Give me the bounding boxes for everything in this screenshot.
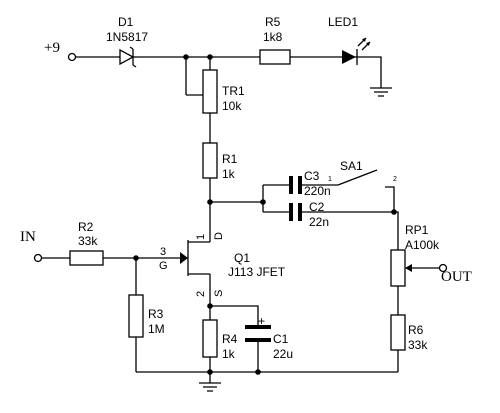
resistor-r6 [390,314,406,351]
q1-gate-pin-label: G [159,260,168,272]
led1-ref: LED1 [328,15,358,29]
q1-drain-pin-number: 1 [195,234,207,240]
c3-value: 220n [304,184,331,198]
resistor-r1 [202,142,218,179]
r6-ref: R6 [408,323,424,337]
capacitor-c1 [245,325,271,342]
r3-ref: R3 [148,307,164,321]
r1-ref: R1 [222,152,238,166]
led-led1 [342,37,371,65]
junction-dot [207,54,213,60]
jfet-q1 [180,240,210,276]
tr1-value: 10k [222,99,242,113]
junction-dot [391,209,397,215]
junction-dot [207,199,213,205]
capacitor-c2 [289,203,302,221]
ground-symbol [370,87,392,97]
r5-value: 1k8 [263,30,283,44]
q1-gate-pin-number: 3 [160,246,166,258]
input-label: IN [20,229,36,245]
d1-value: 1N5817 [106,30,148,44]
junction-dot [207,303,213,309]
r1-value: 1k [222,167,236,181]
switch-sa1 [337,169,378,186]
output-label: OUT [441,269,472,285]
supply-terminal [67,52,77,62]
resistor-r3 [128,294,144,338]
junctions [133,54,397,375]
tr1-ref: TR1 [222,84,245,98]
output-terminal [438,263,448,273]
junction-dot [255,369,261,375]
r3-value: 1M [148,322,165,336]
sa1-ref: SA1 [340,159,363,173]
resistor-r4 [202,319,218,358]
sa1-pin1: 1 [328,176,332,183]
rp1-value: A100k [405,238,440,252]
q1-source-pin-label: S [213,290,225,297]
sa1-pin2: 2 [393,176,397,183]
junction-dot [133,255,139,261]
resistor-r5 [259,49,291,65]
c1-value: 22u [273,347,293,361]
junction-dot [207,369,213,375]
supply-label: +9 [44,40,60,56]
junction-dot [260,199,266,205]
q1-drain-pin-label: D [213,232,225,240]
r4-value: 1k [222,347,236,361]
r5-ref: R5 [265,15,281,29]
c2-value: 22n [309,215,329,229]
q1-ref: Q1 [234,251,250,265]
input-terminal [33,253,43,263]
q1-source-pin-number: 2 [195,291,207,297]
trimmer-tr1 [186,69,218,114]
junction-dot [183,54,189,60]
c1-ref: C1 [273,332,289,346]
c3-ref: C3 [304,169,320,183]
resistor-r2 [69,250,104,266]
c1-polarity: + [258,314,265,328]
r6-value: 33k [408,338,428,352]
r2-ref: R2 [78,220,94,234]
r2-value: 33k [78,234,98,248]
ground-symbol [199,382,221,392]
potentiometer-rp1 [390,249,412,287]
d1-ref: D1 [118,15,134,29]
diode-d1 [118,46,137,68]
terminals [33,52,448,273]
capacitor-c3 [289,176,302,194]
r4-ref: R4 [222,332,238,346]
q1-value: J113 JFET [228,265,286,279]
c2-ref: C2 [309,200,325,214]
rp1-ref: RP1 [405,223,429,237]
